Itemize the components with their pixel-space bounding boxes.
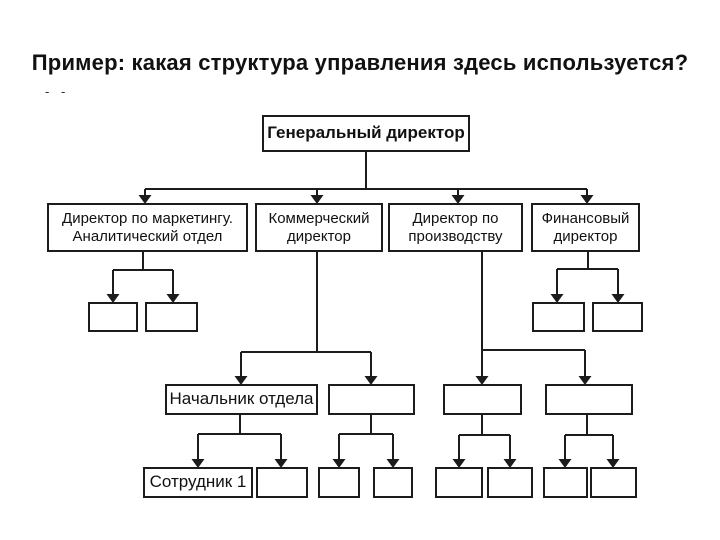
- org-node-empty: [318, 467, 360, 498]
- org-node-empty: [487, 467, 533, 498]
- org-node-empty: [88, 302, 138, 332]
- org-node-commercial-director: Коммерческий директор: [255, 203, 383, 252]
- org-node-empty: [328, 384, 415, 415]
- org-node-empty: [373, 467, 413, 498]
- org-node-empty: [592, 302, 643, 332]
- org-node-production-director: Директор по производству: [388, 203, 523, 252]
- org-node-general-director: Генеральный директор: [262, 115, 470, 152]
- org-node-empty: [145, 302, 198, 332]
- org-node-empty: [443, 384, 522, 415]
- org-node-marketing-director: Директор по маркетингу. Аналитический от…: [47, 203, 248, 252]
- org-node-empty: [256, 467, 308, 498]
- slide-title: Пример: какая структура управления здесь…: [31, 50, 689, 75]
- stray-mark: - -: [45, 84, 70, 99]
- org-node-financial-director: Финансовый директор: [531, 203, 640, 252]
- org-node-department-head: Начальник отдела: [165, 384, 318, 415]
- org-node-empty: [590, 467, 637, 498]
- org-node-empty: [435, 467, 483, 498]
- org-node-employee-1: Сотрудник 1: [143, 467, 253, 498]
- org-node-empty: [545, 384, 633, 415]
- org-node-empty: [543, 467, 588, 498]
- org-node-empty: [532, 302, 585, 332]
